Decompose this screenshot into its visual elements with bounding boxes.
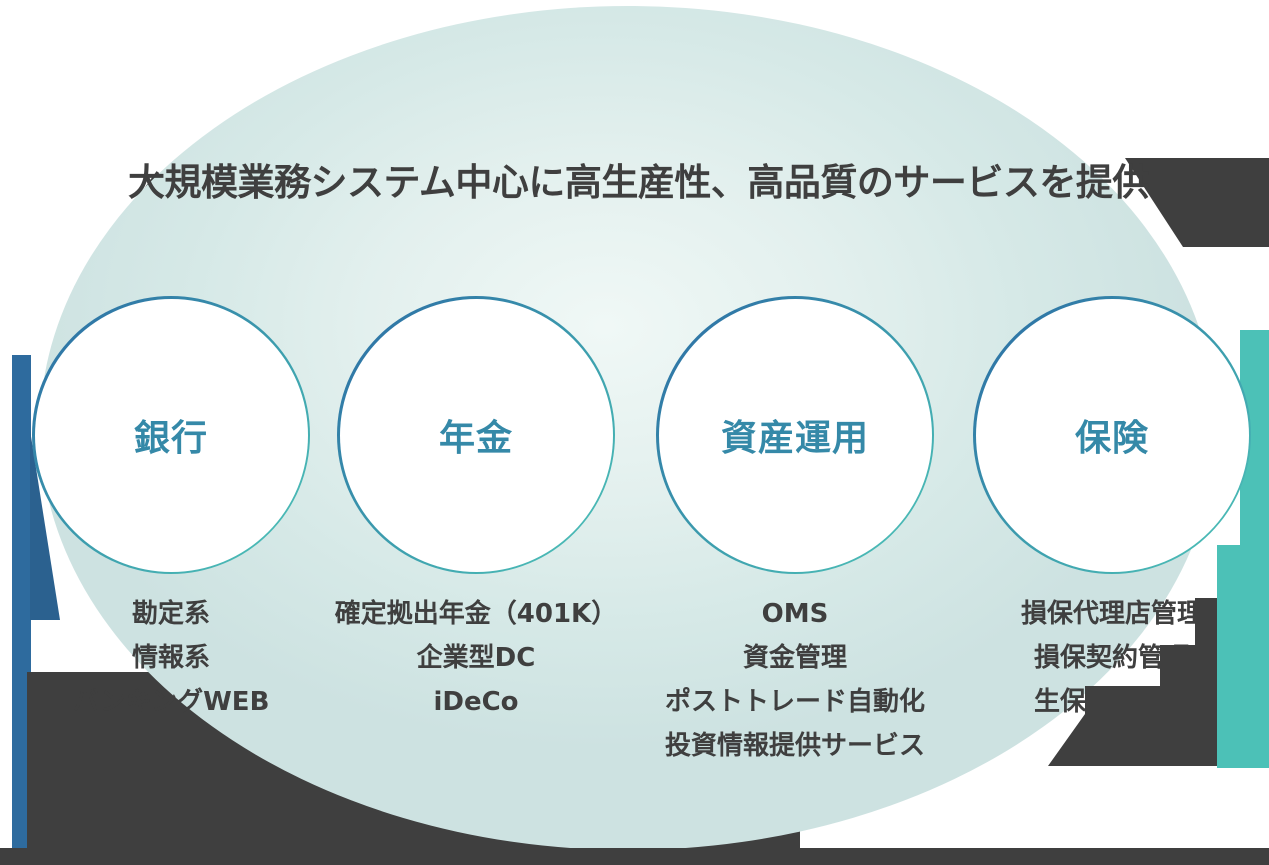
list-item: 損保代理店管理 — [1020, 599, 1203, 629]
list-item: 投資情報提供サービス — [664, 731, 925, 761]
asset-management-service-list: OMS 資金管理 ポストトレード自動化 投資情報提供サービス — [595, 592, 995, 768]
circle-insurance-label: 保険 — [1074, 418, 1149, 459]
list-item: バンキングWEB — [72, 687, 270, 717]
list-item: ポストトレード自動化 — [664, 687, 925, 717]
left-blue-bar-fragment — [12, 355, 31, 865]
circle-pension: 年金 — [337, 296, 615, 574]
list-item: 勘定系 — [131, 599, 210, 629]
list-item: 企業型DC — [416, 643, 536, 673]
circle-bank: 銀行 — [32, 296, 310, 574]
circle-asset-management-inner: 資産運用 — [658, 298, 932, 572]
circle-bank-inner: 銀行 — [34, 298, 308, 572]
circle-insurance-inner: 保険 — [975, 298, 1249, 572]
dark-band-bottom — [0, 848, 1269, 865]
bank-service-list: 勘定系 情報系 バンキングWEB — [0, 592, 371, 724]
circle-pension-inner: 年金 — [339, 298, 613, 572]
list-item: iDeCo — [433, 687, 519, 717]
teal-block-bottom-right — [1217, 545, 1269, 768]
list-item: OMS — [761, 599, 829, 629]
list-item: 情報系 — [131, 643, 210, 673]
circle-asset-management: 資産運用 — [656, 296, 934, 574]
circle-pension-label: 年金 — [438, 418, 513, 459]
diagram-title: 大規模業務システム中心に高生産性、高品質のサービスを提供 — [128, 161, 1149, 204]
circle-asset-management-label: 資産運用 — [720, 418, 869, 459]
circle-bank-label: 銀行 — [133, 418, 208, 459]
pension-service-list: 確定拠出年金（401K） 企業型DC iDeCo — [276, 592, 676, 724]
list-item: 資金管理 — [742, 643, 847, 673]
circle-insurance: 保険 — [973, 296, 1251, 574]
list-item: 確定拠出年金（401K） — [334, 599, 618, 629]
